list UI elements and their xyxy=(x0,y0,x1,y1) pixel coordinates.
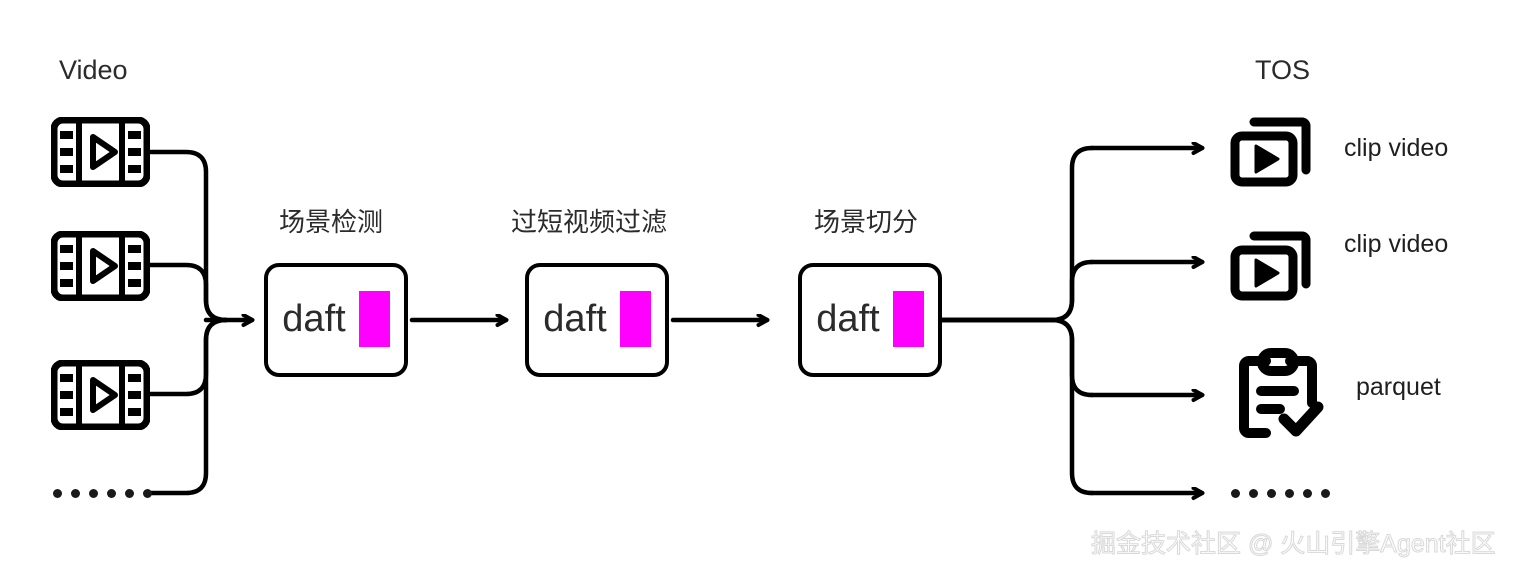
wire-input-1 xyxy=(147,149,229,323)
output-group-label: TOS xyxy=(1255,55,1311,85)
daft-logo-swatch xyxy=(892,291,924,347)
dot xyxy=(107,489,116,498)
stage-engine-label-1: daft xyxy=(282,298,346,340)
watermark-text: 掘金技术社区 @ 火山引擎Agent社区 xyxy=(1091,530,1497,558)
film-video-icon xyxy=(51,117,150,187)
input-group-label: Video xyxy=(59,55,128,85)
ellipsis-dots-icon xyxy=(53,489,152,498)
dot xyxy=(1267,489,1276,498)
stage-label-3: 场景切分 xyxy=(814,207,919,237)
dot xyxy=(53,489,62,498)
output-label-3: parquet xyxy=(1356,373,1441,401)
wire-output-2-path xyxy=(939,259,1095,323)
dot xyxy=(89,489,98,498)
daft-logo-swatch xyxy=(619,291,651,347)
stage-label-1: 场景检测 xyxy=(279,207,384,237)
stage-engine-label-2: daft xyxy=(543,298,607,340)
film-video-icon xyxy=(51,360,150,430)
output-label-1: clip video xyxy=(1344,134,1449,162)
wire-input-3 xyxy=(147,317,229,397)
dot xyxy=(1249,489,1258,498)
dot xyxy=(1321,489,1330,498)
output-label-2: clip video xyxy=(1344,230,1449,258)
stage-label-2: 过短视频过滤 xyxy=(511,207,668,237)
dot xyxy=(1303,489,1312,498)
dot xyxy=(1231,489,1240,498)
clip-video-icon xyxy=(1230,117,1311,187)
wire-output-3-path xyxy=(939,317,1095,398)
daft-logo-swatch xyxy=(358,291,390,347)
wire-input-2 xyxy=(147,262,229,323)
film-video-icon xyxy=(51,231,150,301)
clip-video-icon xyxy=(1230,231,1311,301)
stage-box-1[interactable]: daft xyxy=(264,263,408,377)
ellipsis-dots-icon xyxy=(1231,489,1330,498)
wire-output-4-path xyxy=(939,317,1095,496)
stage-engine-label-3: daft xyxy=(816,298,880,340)
wire-output-1-path xyxy=(939,145,1095,323)
stage-box-2[interactable]: daft xyxy=(525,263,669,377)
clipboard-check-icon xyxy=(1239,348,1324,438)
wire-input-more xyxy=(147,317,229,496)
stage-box-3[interactable]: daft xyxy=(798,263,942,377)
dot xyxy=(1285,489,1294,498)
dot xyxy=(125,489,134,498)
dot xyxy=(71,489,80,498)
dot xyxy=(143,489,152,498)
